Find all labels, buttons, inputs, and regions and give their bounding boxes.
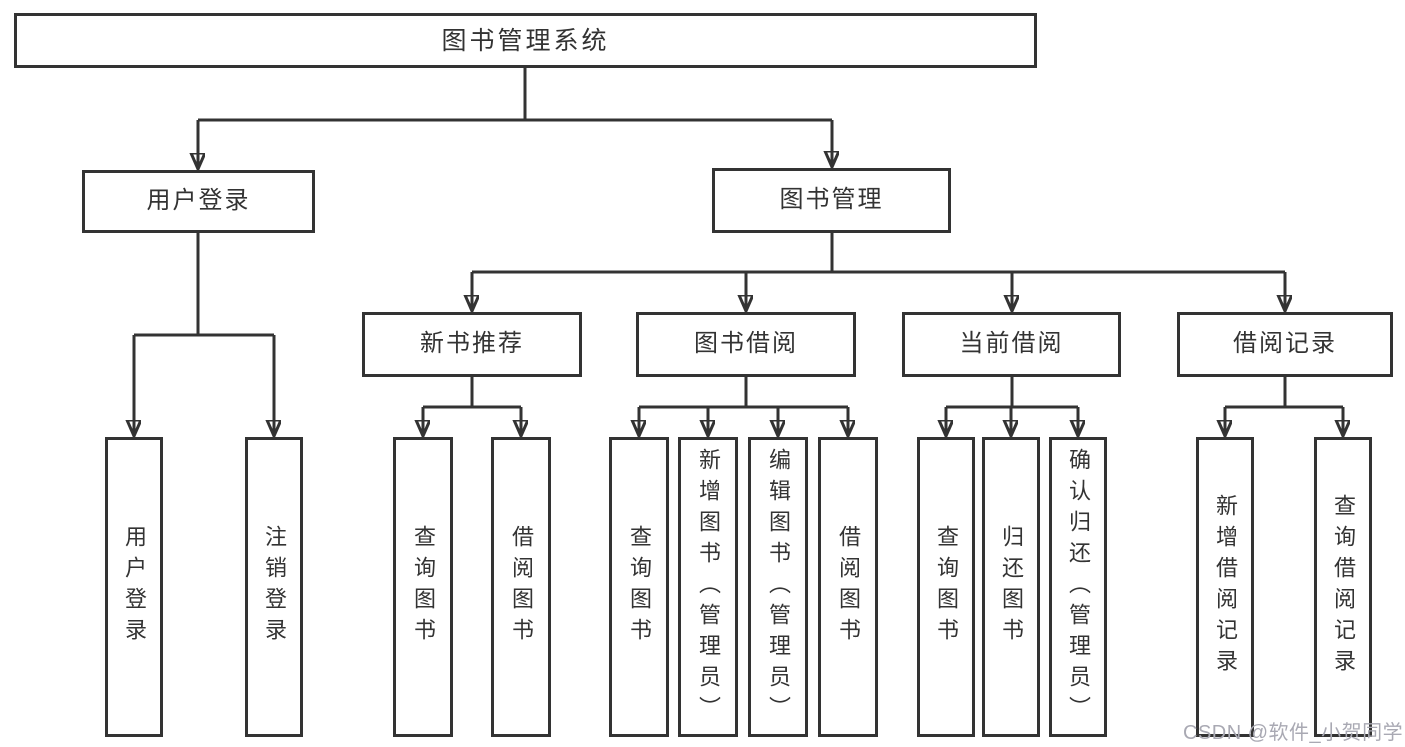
connector-root-to-level2 xyxy=(198,68,832,167)
connector-borrow-records-children xyxy=(1225,377,1343,434)
leaf-query-borrow-record: 查询借阅记录 xyxy=(1314,437,1372,737)
node-borrow-records-label: 借阅记录 xyxy=(1233,330,1337,358)
connector-current-borrow-children xyxy=(946,377,1078,434)
node-root-system: 图书管理系统 xyxy=(14,13,1037,68)
node-user-login-label: 用户登录 xyxy=(146,187,251,215)
csdn-watermark: CSDN @软件_小贺同学 xyxy=(1183,722,1404,744)
leaf-query-books-recommend: 查询图书 xyxy=(393,437,453,737)
leaf-user-login-label: 用户登录 xyxy=(122,525,147,649)
leaf-borrow-books-label: 借阅图书 xyxy=(836,525,861,649)
leaf-return-books: 归还图书 xyxy=(982,437,1040,737)
node-book-management-label: 图书管理 xyxy=(779,186,884,214)
node-current-borrow-label: 当前借阅 xyxy=(959,330,1064,358)
leaf-query-books-recommend-label: 查询图书 xyxy=(411,525,436,649)
node-borrow-records: 借阅记录 xyxy=(1177,312,1393,377)
leaf-edit-books-admin: 编辑图书（管理员） xyxy=(748,437,808,737)
leaf-borrow-books: 借阅图书 xyxy=(818,437,878,737)
node-user-login: 用户登录 xyxy=(82,170,315,233)
node-book-borrow-label: 图书借阅 xyxy=(694,330,798,358)
leaf-user-login: 用户登录 xyxy=(105,437,163,737)
leaf-confirm-return-admin: 确认归还（管理员） xyxy=(1049,437,1107,737)
leaf-add-borrow-record: 新增借阅记录 xyxy=(1196,437,1254,737)
connector-new-books-children xyxy=(423,377,521,434)
leaf-borrow-books-recommend: 借阅图书 xyxy=(491,437,551,737)
node-book-management: 图书管理 xyxy=(712,168,951,233)
leaf-query-books-current-label: 查询图书 xyxy=(934,525,959,649)
leaf-borrow-books-recommend-label: 借阅图书 xyxy=(509,525,534,649)
leaf-query-books-borrow-label: 查询图书 xyxy=(627,525,652,649)
leaf-add-borrow-record-label: 新增借阅记录 xyxy=(1213,494,1238,680)
leaf-query-borrow-record-label: 查询借阅记录 xyxy=(1331,494,1356,680)
leaf-logout: 注销登录 xyxy=(245,437,303,737)
node-new-book-recommend: 新书推荐 xyxy=(362,312,582,377)
node-book-borrow: 图书借阅 xyxy=(636,312,856,377)
leaf-query-books-borrow: 查询图书 xyxy=(609,437,669,737)
leaf-add-books-admin: 新增图书（管理员） xyxy=(678,437,738,737)
leaf-add-books-admin-label: 新增图书（管理员） xyxy=(696,447,721,727)
connector-user-login-children xyxy=(134,233,274,434)
leaf-logout-label: 注销登录 xyxy=(262,525,287,649)
connector-book-mgmt-to-level3 xyxy=(472,233,1285,309)
node-root-label: 图书管理系统 xyxy=(441,26,610,55)
leaf-confirm-return-admin-label: 确认归还（管理员） xyxy=(1066,447,1091,727)
leaf-return-books-label: 归还图书 xyxy=(999,525,1024,649)
leaf-edit-books-admin-label: 编辑图书（管理员） xyxy=(766,447,791,727)
leaf-query-books-current: 查询图书 xyxy=(917,437,975,737)
node-new-book-recommend-label: 新书推荐 xyxy=(420,330,524,358)
node-current-borrow: 当前借阅 xyxy=(902,312,1121,377)
connector-book-borrow-children xyxy=(639,377,848,434)
